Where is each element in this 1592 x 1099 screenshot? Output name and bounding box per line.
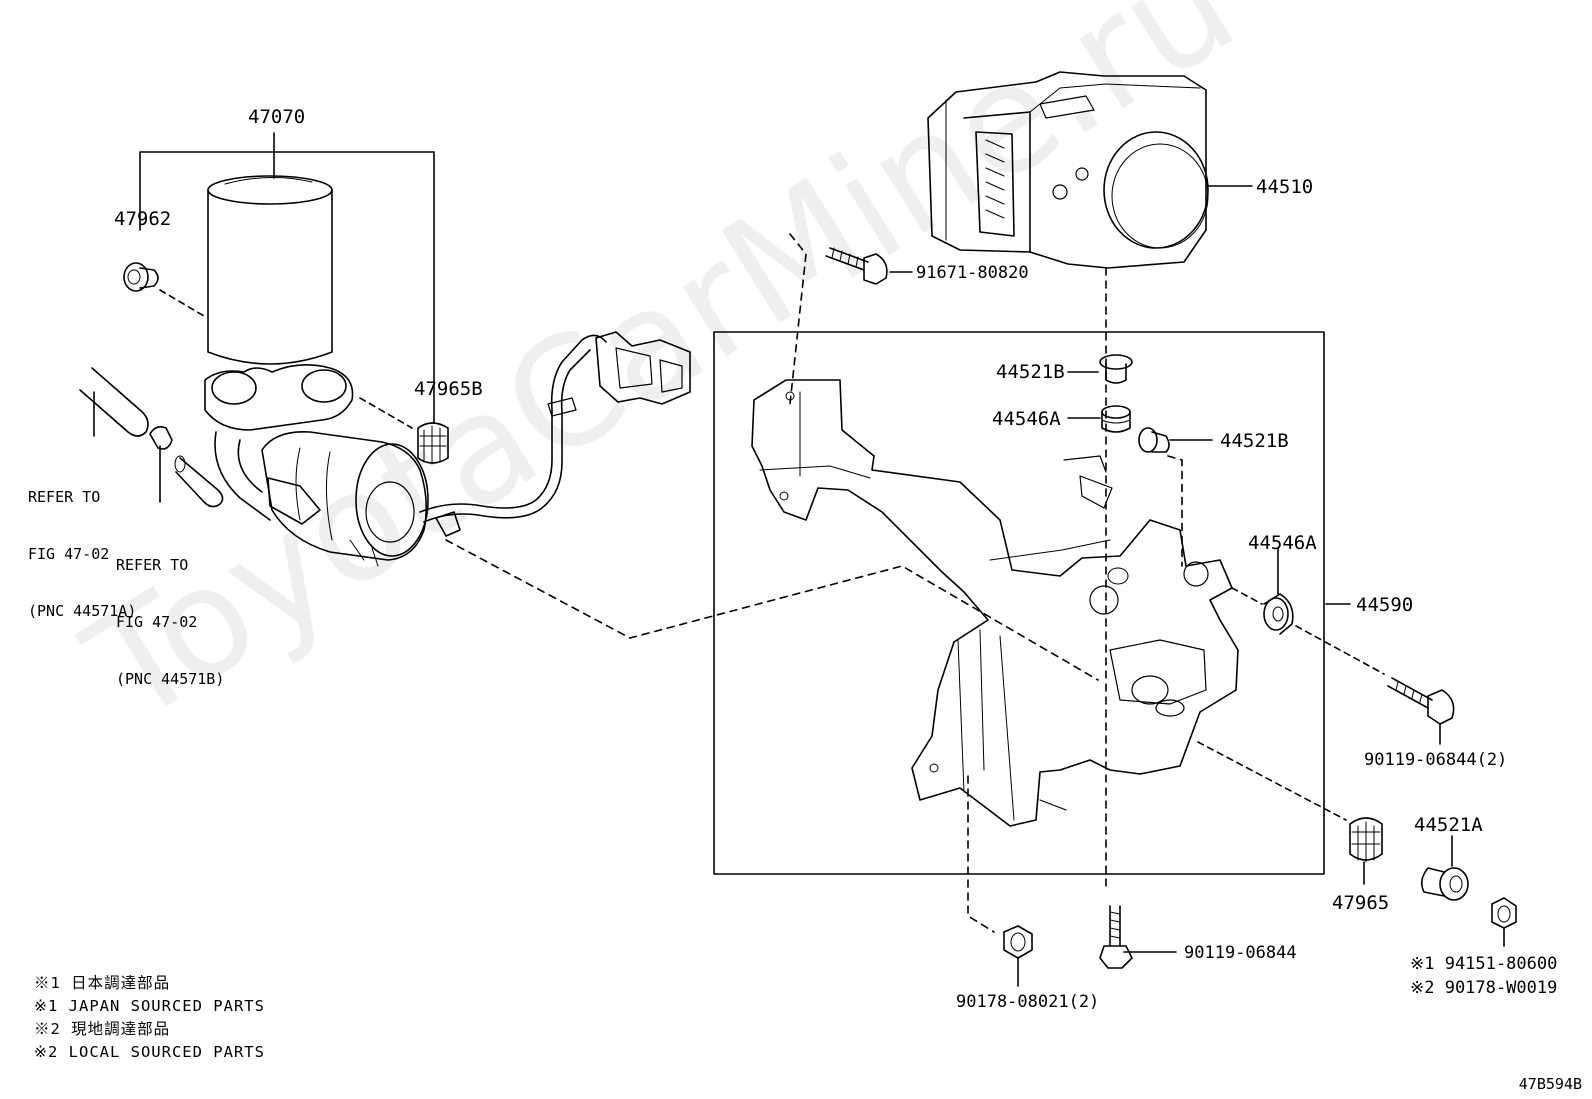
- refer-to-44571a: REFER TO FIG 47-02 (PNC 44571A): [28, 450, 136, 659]
- actuator-bracket: [751, 379, 1239, 827]
- cap-47965B: [417, 422, 449, 465]
- label-94151-80600: ※1 94151-80600: [1410, 954, 1558, 974]
- sleeve-44521a: [1420, 867, 1469, 901]
- refer-b-line-1: REFER TO: [116, 556, 189, 574]
- label-90119-06844: 90119-06844: [1184, 943, 1297, 963]
- pump-body: [204, 364, 354, 521]
- label-47965b: 47965B: [414, 378, 483, 400]
- label-44546a-top: 44546A: [992, 408, 1061, 430]
- cap-47965: [1349, 817, 1383, 863]
- pipe-44571b: [174, 455, 224, 508]
- hose-44571a: [79, 367, 149, 437]
- refer-a-line-1: REFER TO: [28, 488, 101, 506]
- label-44546a-right: 44546A: [1248, 532, 1317, 554]
- bolt-90119-2: [1387, 677, 1455, 725]
- nut-90178: [1003, 925, 1033, 959]
- label-44590: 44590: [1356, 594, 1414, 616]
- refer-a-line-3: (PNC 44571A): [28, 602, 137, 620]
- note-local-jp: ※2 現地調達部品: [34, 1020, 171, 1038]
- note-local-en: ※2 LOCAL SOURCED PARTS: [34, 1043, 265, 1061]
- leader-47070-bracket: [139, 151, 435, 423]
- label-44521b-top: 44521B: [996, 361, 1065, 383]
- refer-to-44571b: REFER TO FIG 47-02 (PNC 44571B): [116, 518, 224, 727]
- pump-motor: [261, 431, 429, 567]
- nut-94151: [1491, 897, 1517, 929]
- leader-47965B-dash: [359, 397, 413, 429]
- grommet-44546a-top: [1101, 405, 1131, 433]
- label-90119-06844-2: 90119-06844(2): [1364, 750, 1508, 770]
- refer-a-line-2: FIG 47-02: [28, 545, 110, 563]
- leader-91671-dash: [789, 233, 807, 405]
- sleeve-44521b-right: [1138, 427, 1170, 453]
- bolt-91671: [825, 247, 888, 285]
- note-japan-en: ※1 JAPAN SOURCED PARTS: [34, 997, 265, 1015]
- bracket-assembly-frame: [713, 331, 1325, 875]
- sleeve-44521b-top: [1099, 354, 1133, 384]
- label-44521b-right: 44521B: [1220, 430, 1289, 452]
- label-44521a: 44521A: [1414, 814, 1483, 836]
- refer-b-line-2: FIG 47-02: [116, 613, 198, 631]
- plug-47962: [123, 262, 159, 292]
- label-91671-80820: 91671-80820: [916, 263, 1029, 283]
- note-japan-jp: ※1 日本調達部品: [34, 974, 171, 992]
- page-code: 47B594B: [1518, 1075, 1582, 1093]
- label-47965: 47965: [1332, 892, 1390, 914]
- wire-harness: [419, 334, 607, 537]
- leader-47962-dash: [159, 289, 205, 317]
- label-90178-08021-2: 90178-08021(2): [956, 992, 1100, 1012]
- hose-clamp: [149, 426, 173, 503]
- harness-connector: [595, 331, 691, 405]
- bolt-90119: [1099, 905, 1133, 969]
- grommet-44546a-right: [1263, 593, 1294, 635]
- label-44510: 44510: [1256, 176, 1314, 198]
- label-90178-w0019: ※2 90178-W0019: [1410, 978, 1558, 998]
- refer-b-line-3: (PNC 44571B): [116, 670, 225, 688]
- reservoir-cylinder: [207, 175, 333, 365]
- label-47962: 47962: [114, 208, 172, 230]
- label-47070: 47070: [248, 106, 306, 128]
- leader-pump-to-bracket: [445, 539, 1099, 681]
- abs-actuator: [927, 71, 1209, 269]
